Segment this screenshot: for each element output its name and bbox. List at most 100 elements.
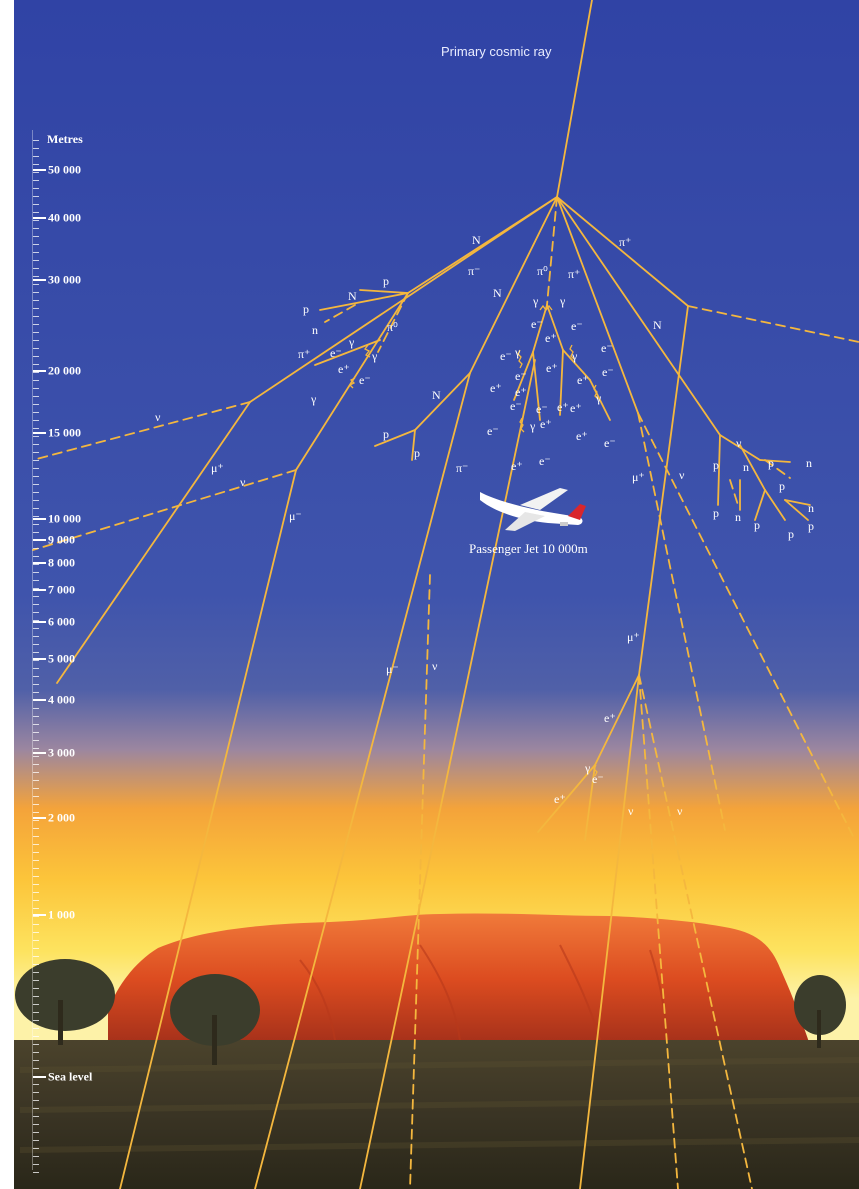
track-right-n-cluster1 (719, 434, 761, 461)
particle-label: γ (310, 392, 317, 406)
particle-label: N (472, 233, 481, 247)
track-electron-branch3 (584, 764, 596, 841)
particle-label: ν (155, 410, 161, 424)
particle-label: N (653, 318, 662, 332)
particle-label: e⁻ (539, 454, 551, 468)
rock-texture (299, 944, 669, 1041)
particle-label: p (754, 518, 760, 532)
track-neutrino-low2 (638, 674, 679, 1189)
particle-label: π⁺ (568, 267, 580, 281)
particle-label: e⁻ (510, 399, 522, 413)
track-muon-minus-left (119, 469, 297, 1189)
track-neutrino-low1 (638, 674, 753, 1189)
particle-label: e⁺ (540, 417, 552, 431)
particle-label: e⁻ (330, 346, 342, 360)
track-left-cluster-p2 (319, 292, 409, 311)
particle-label: p (808, 519, 814, 533)
particle-label: γ (529, 419, 536, 433)
particle-label: e⁻ (601, 341, 613, 355)
particle-label: e⁺ (557, 400, 569, 414)
particle-label: p (713, 506, 719, 520)
track-right-n-cluster5 (754, 489, 766, 521)
particle-label: p (414, 446, 420, 460)
left-margin (0, 0, 14, 1189)
particle-label: e⁻ (604, 436, 616, 450)
particle-label: n (743, 460, 749, 474)
particle-label: ν (240, 475, 246, 489)
particle-label: p (788, 527, 794, 541)
particle-label: e⁺ (338, 362, 350, 376)
track-pion-plus-center (556, 196, 639, 414)
particle-label: γ (571, 349, 578, 363)
track-neutrino-right (687, 305, 859, 343)
uluru-rock-icon (108, 913, 810, 1045)
track-mid-p2 (411, 429, 416, 461)
track-pi0-center (546, 196, 558, 306)
track-left-cluster-p (359, 289, 409, 294)
particle-label: π⁻ (456, 461, 468, 475)
particle-label: π⁻ (468, 264, 480, 278)
track-left-cluster-e1 (314, 339, 381, 366)
particle-label: e⁺ (515, 385, 527, 399)
particle-label: e⁻ (536, 402, 548, 416)
track-electron-branch (594, 674, 640, 766)
particle-label: e⁺ (576, 429, 588, 443)
particle-label: π⁺ (298, 347, 310, 361)
track-nucleon-right (556, 196, 721, 436)
particle-label: N (432, 388, 441, 402)
particle-label: p (383, 427, 389, 441)
diagram-title: Primary cosmic ray (441, 44, 552, 59)
plane-caption: Passenger Jet 10 000m (469, 541, 588, 556)
particle-label: e⁺ (554, 792, 566, 806)
track-em1 (532, 304, 548, 353)
particle-label: n (312, 323, 318, 337)
particle-label: γ (532, 294, 539, 308)
particle-label: μ⁺ (627, 630, 640, 644)
particle-label: e⁻ (500, 349, 512, 363)
ground (14, 1040, 859, 1189)
particle-label: μ⁻ (386, 662, 399, 676)
particle-label: p (713, 458, 719, 472)
particle-label: ν (736, 436, 742, 450)
particle-label: γ (595, 391, 602, 405)
particle-label: e⁻ (571, 319, 583, 333)
track-pion-plus-right (556, 196, 689, 307)
particle-label: e⁺ (490, 381, 502, 395)
particle-label: γ (371, 349, 378, 363)
track-em2 (546, 304, 564, 351)
track-right-muon (638, 305, 689, 676)
track-em6 (562, 349, 591, 381)
track-left-lower (56, 401, 251, 684)
track-mid-p1 (374, 429, 416, 447)
particle-label: ν (432, 659, 438, 673)
particle-label: π⁺ (619, 235, 631, 249)
particle-label: γ (348, 335, 355, 349)
track-pion-minus-left (407, 196, 558, 294)
track-em3 (513, 351, 534, 401)
particle-label: e⁺ (570, 401, 582, 415)
track-neutrino-pi0-left (377, 292, 409, 353)
scrub-texture (19, 1057, 859, 1153)
neutral-particle-tracks (32, 196, 859, 1189)
track-neutron-right2 (729, 479, 739, 506)
track-em5 (559, 349, 564, 416)
track-right-muon-down (579, 674, 640, 1189)
particle-label: ν (677, 804, 683, 818)
particle-label: e⁻ (515, 369, 527, 383)
particle-label: γ (559, 294, 566, 308)
track-nucleon-mid-down (414, 372, 471, 431)
particle-label: e⁺ (511, 459, 523, 473)
particle-label: p (779, 479, 785, 493)
particle-label: e⁻ (487, 424, 499, 438)
particle-label: μ⁺ (632, 470, 645, 484)
track-primary (556, 0, 593, 198)
particle-label: γ (514, 345, 521, 359)
particle-label: e⁺ (577, 373, 589, 387)
track-right-n-cluster4 (764, 489, 786, 521)
track-right-n-cluster7 (784, 499, 809, 521)
particle-label: N (348, 289, 357, 303)
particle-label: e⁺ (546, 361, 558, 375)
track-neutrino-left2 (32, 469, 297, 551)
